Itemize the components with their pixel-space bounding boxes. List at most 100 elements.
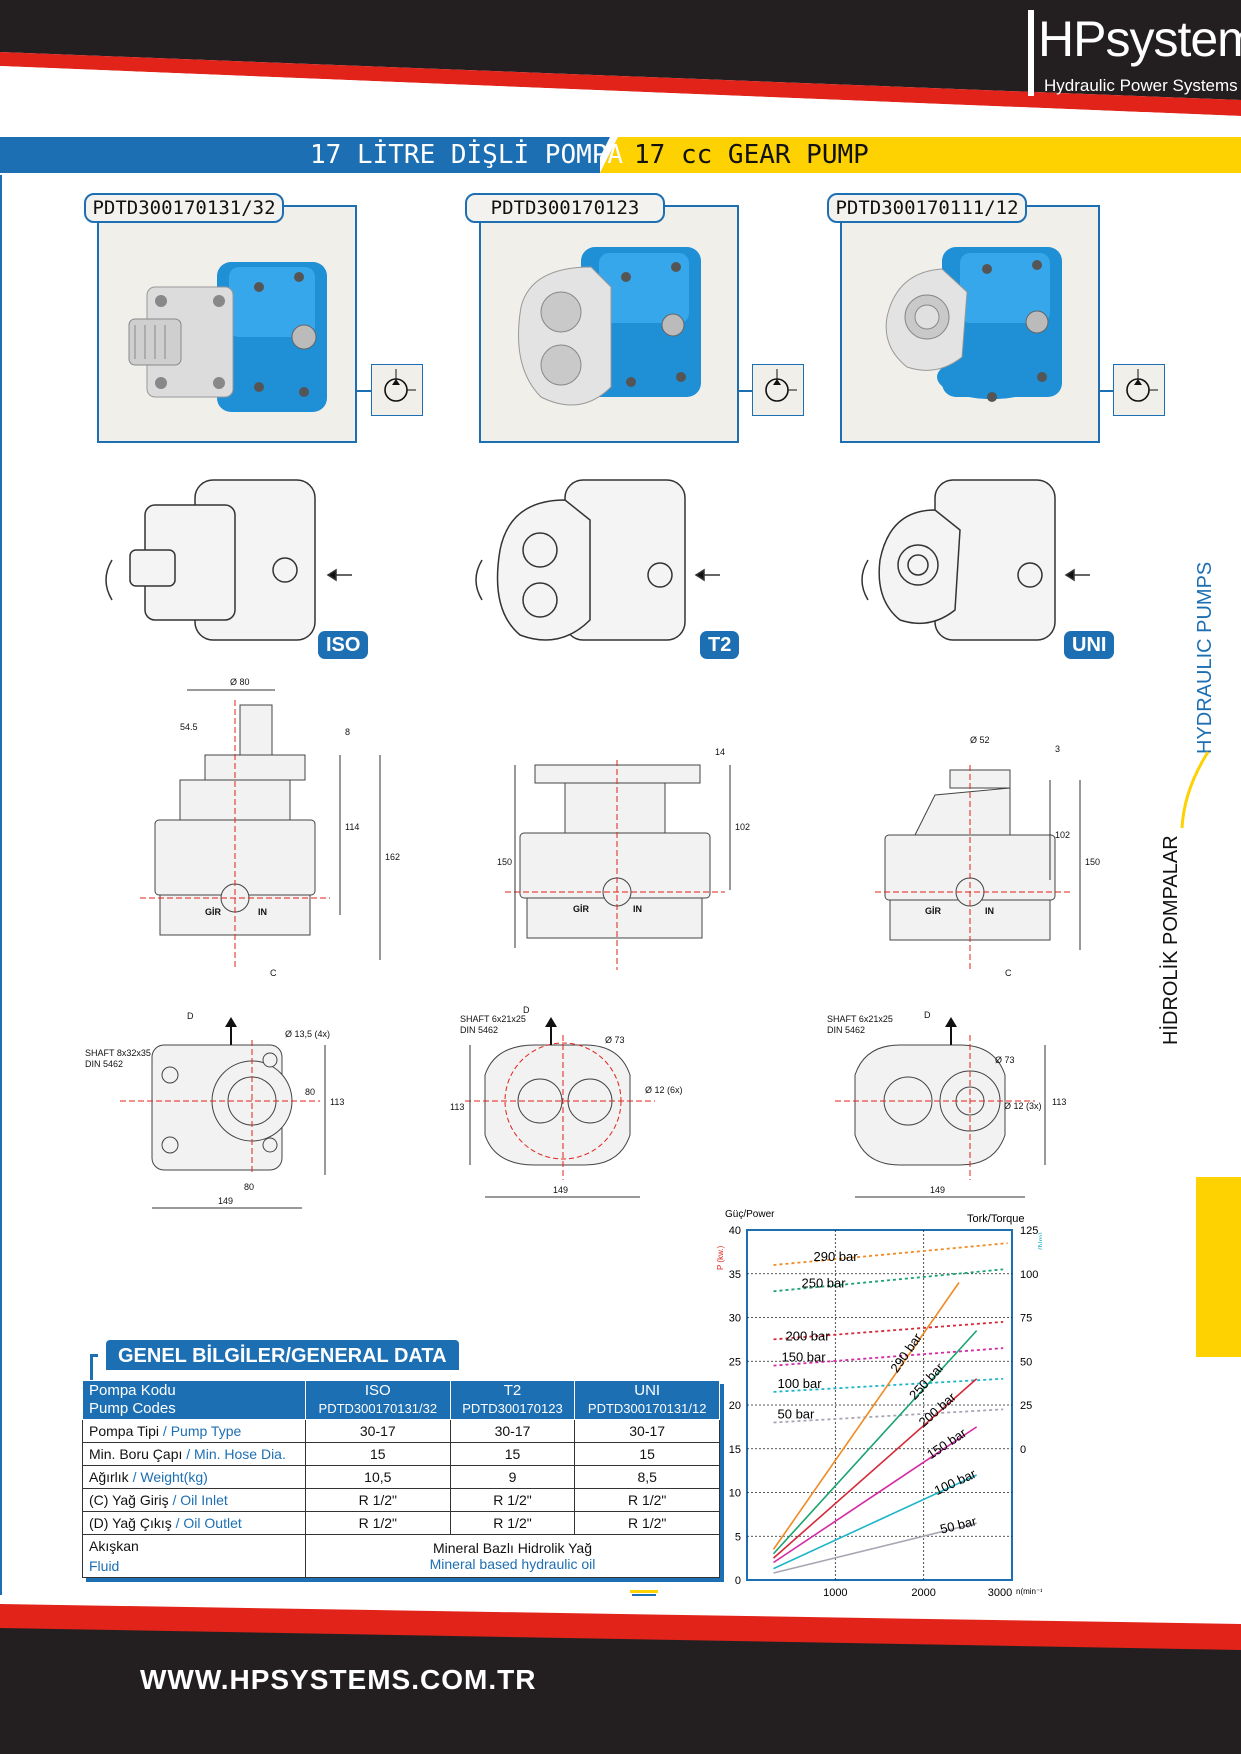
dim-label: Ø 73: [605, 1035, 625, 1045]
row-label-en: Oil Inlet: [180, 1492, 228, 1508]
torque-line: [773, 1347, 1004, 1367]
row-label-tr: Pompa Tipi: [89, 1423, 160, 1439]
product-photo-uni: [840, 205, 1100, 443]
dim-label: Ø 52: [970, 735, 990, 745]
dim-label: 80: [244, 1182, 254, 1192]
logo-text: HPsystems: [1038, 11, 1241, 67]
row-value: 10,5: [305, 1465, 451, 1489]
pump-symbol-icon: [384, 369, 416, 402]
rotation-arrow-icon: [475, 559, 483, 601]
y-left-axis-label: P (kw.): [716, 1245, 725, 1270]
dim-label: 102: [735, 822, 750, 832]
outlet-arrow-icon: [945, 1017, 957, 1027]
product-code-pill: PDTD300170111/12: [827, 193, 1027, 223]
rotation-arrow-icon: [105, 559, 113, 601]
dim-label: 54.5: [180, 722, 198, 732]
row-value: R 1/2": [574, 1488, 720, 1512]
side-tab-hydraulic-pumps: HYDRAULIC PUMPS: [1194, 554, 1226, 754]
brand-logo: HPsystems Hydraulic Power Systems: [1024, 4, 1241, 100]
torque-series-label: 100 bar: [778, 1376, 823, 1391]
x-tick-label: 1000: [823, 1587, 847, 1599]
row-label-sep: /: [182, 1446, 195, 1462]
logo-tagline: Hydraulic Power Systems: [1044, 76, 1238, 95]
power-line: [772, 1378, 978, 1559]
rotation-view-uni: [861, 479, 1090, 641]
row-value: R 1/2": [449, 1511, 576, 1535]
side-text-tr: HİDROLİK POMPALAR: [1160, 835, 1182, 1045]
dim-label: Ø 73: [995, 1055, 1015, 1065]
dim-label: 150: [1085, 857, 1100, 867]
pump-symbol-icon: [1126, 369, 1158, 402]
port-label: GİR: [573, 904, 590, 914]
row-value: 30-17: [305, 1419, 451, 1443]
dim-label: 149: [218, 1196, 233, 1206]
row-label-en: Pump Type: [170, 1423, 242, 1439]
torque-series-label: 50 bar: [778, 1407, 816, 1422]
y-left-tick-label: 25: [729, 1356, 741, 1368]
general-data-heading: GENEL BİLGİLER/GENERAL DATA: [106, 1340, 459, 1370]
shaft-label: SHAFT 6x21x25: [827, 1014, 893, 1024]
side-drawing-iso: Ø 80 54.5 8 114 162 C GİR IN: [140, 677, 400, 978]
dim-label: Ø 80: [230, 677, 250, 687]
outlet-arrow-icon: [225, 1017, 237, 1027]
row-label: (D) Yağ Çıkış / Oil Outlet: [82, 1511, 306, 1535]
fluid-value-en: Mineral based hydraulic oil: [429, 1556, 596, 1572]
col-code: PDTD300170123: [462, 1401, 563, 1416]
torque-line: [773, 1320, 1004, 1341]
y-right-tick-label: 125: [1020, 1225, 1038, 1237]
row-label-tr: Min. Boru Çapı: [89, 1446, 183, 1462]
dim-label: 149: [930, 1185, 945, 1195]
port-label: GİR: [925, 906, 942, 916]
col-name: UNI: [634, 1382, 661, 1399]
hydraulic-symbol-box: [752, 364, 804, 416]
dim-label: 113: [330, 1097, 344, 1107]
product-code-pill: PDTD300170123: [465, 193, 665, 223]
dim-label: 113: [450, 1102, 464, 1112]
dim-label: 150: [497, 857, 512, 867]
front-view-drawings: SHAFT 8x32x35 DIN 5462 D Ø 13,5 (4x) 80 …: [85, 1005, 1066, 1209]
left-rule: [0, 175, 2, 1595]
side-tab-hidrolik-pompalar: HİDROLİK POMPALAR: [1160, 825, 1192, 1045]
row-value: R 1/2": [305, 1511, 451, 1535]
torque-series-label: 200 bar: [786, 1328, 831, 1343]
chart-title-left: Güç/Power: [725, 1209, 775, 1220]
row-value: 15: [305, 1442, 451, 1466]
port-label: IN: [258, 907, 267, 917]
side-drawing-t2: 14 102 150 GİR IN: [497, 747, 750, 970]
shaft-label: DIN 5462: [460, 1025, 498, 1035]
dim-label: 14: [715, 747, 725, 757]
y-left-tick-label: 30: [729, 1313, 741, 1325]
symbol-connector: [357, 390, 371, 392]
header-label-tr: Pompa Kodu: [89, 1382, 176, 1399]
badge-t2: T2: [700, 631, 740, 659]
row-value: R 1/2": [574, 1511, 720, 1535]
row-value: 8,5: [574, 1465, 720, 1489]
header-label-en: Pump Codes: [89, 1400, 176, 1417]
product-code-pill: PDTD300170131/32: [84, 193, 284, 223]
badge-uni: UNI: [1064, 631, 1115, 659]
shaft-label: SHAFT 8x32x35: [85, 1048, 151, 1058]
chart-marker-yellow: [630, 1590, 658, 1593]
row-label-tr: (D) Yağ Çıkış: [89, 1515, 172, 1531]
chart-title-right: Tork/Torque: [967, 1213, 1024, 1225]
torque-series-label: 290 bar: [814, 1249, 859, 1264]
dim-label: C: [270, 968, 277, 978]
x-tick-label: 2000: [911, 1587, 935, 1599]
footer-url[interactable]: WWW.HPSYSTEMS.COM.TR: [140, 1664, 537, 1695]
dim-label: 8: [345, 727, 350, 737]
row-label: Min. Boru Çapı / Min. Hose Dia.: [82, 1442, 306, 1466]
shaft-label: DIN 5462: [85, 1059, 123, 1069]
front-drawing-iso: SHAFT 8x32x35 DIN 5462 D Ø 13,5 (4x) 80 …: [85, 1011, 344, 1209]
torque-series-label: 150 bar: [782, 1350, 827, 1365]
col-code: PDTD300170131/12: [587, 1401, 707, 1416]
power-line: [772, 1330, 978, 1555]
front-drawing-t2: SHAFT 6x21x25 DIN 5462 D Ø 73 Ø 12 (6x) …: [450, 1005, 683, 1198]
rotation-view-t2: [475, 479, 720, 641]
col-name: ISO: [364, 1382, 391, 1399]
side-view-drawings: Ø 80 54.5 8 114 162 C GİR IN 14 102 150 …: [140, 677, 1100, 978]
